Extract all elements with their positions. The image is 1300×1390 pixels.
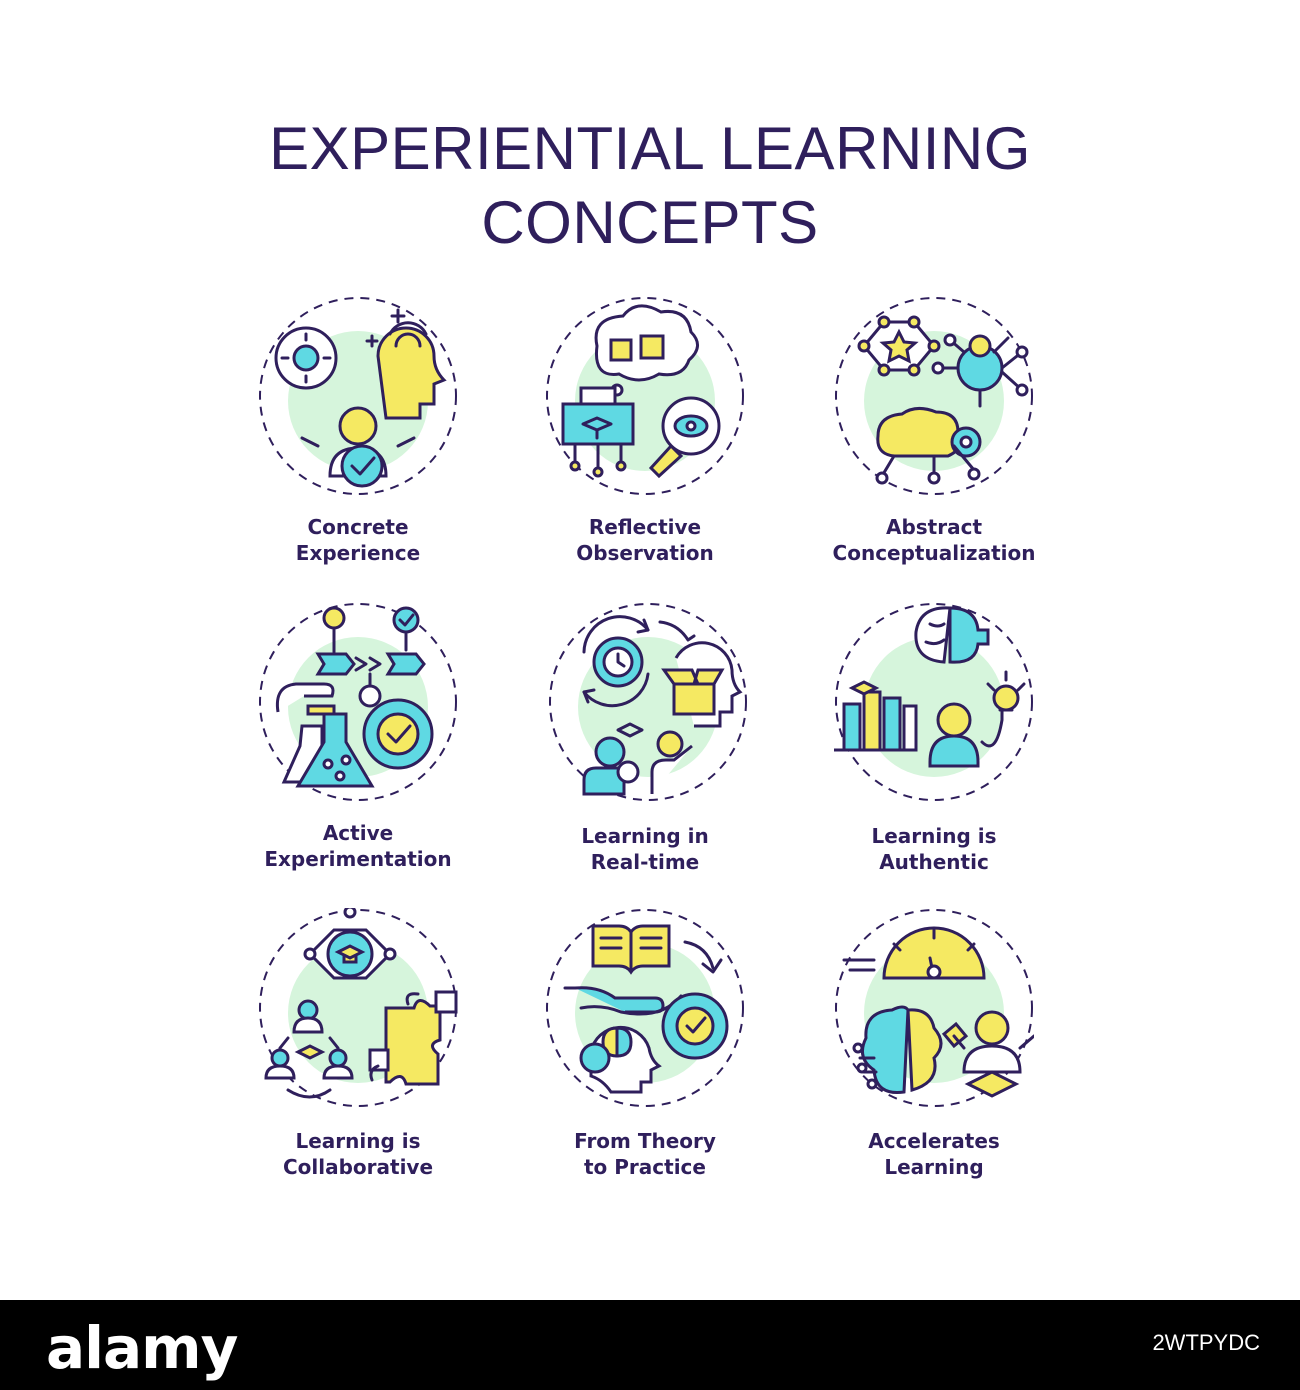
clock-cycle-box-icon bbox=[548, 602, 748, 802]
book-hand-gear-icon bbox=[545, 908, 745, 1108]
concept-label: Abstract Conceptualization bbox=[832, 515, 1036, 565]
title-line-2: CONCEPTS bbox=[481, 189, 819, 256]
concept-label: Active Experimentation bbox=[264, 821, 452, 871]
team-puzzle-icon bbox=[258, 905, 458, 1108]
image-code: 2WTPYDC bbox=[1152, 1330, 1260, 1355]
concept-label: Reflective Observation bbox=[576, 515, 714, 565]
footer-bar: alamy 2WTPYDC bbox=[0, 1300, 1300, 1390]
concept-label: Learning is Authentic bbox=[871, 824, 997, 874]
concept-grid: Concrete Experience Reflective Observati… bbox=[258, 296, 1036, 1179]
flask-gear-flow-icon bbox=[258, 602, 458, 802]
concept-label: From Theory to Practice bbox=[574, 1129, 716, 1179]
title-line-1: EXPERIENTIAL LEARNING bbox=[269, 115, 1031, 182]
network-brain-gear-icon bbox=[834, 296, 1034, 496]
speedometer-brain-icon bbox=[834, 908, 1036, 1108]
concept-label: Concrete Experience bbox=[295, 515, 421, 565]
alamy-logo: alamy bbox=[46, 1314, 238, 1382]
concept-label: Accelerates Learning bbox=[868, 1129, 1000, 1179]
thought-magnifier-icon bbox=[545, 296, 745, 496]
page-title: EXPERIENTIAL LEARNING CONCEPTS bbox=[0, 112, 1300, 260]
concept-label: Learning in Real-time bbox=[581, 824, 709, 874]
brain-puzzle-chart-icon bbox=[832, 602, 1034, 802]
concept-label: Learning is Collaborative bbox=[282, 1129, 434, 1179]
brain-head-check-icon bbox=[258, 296, 458, 496]
